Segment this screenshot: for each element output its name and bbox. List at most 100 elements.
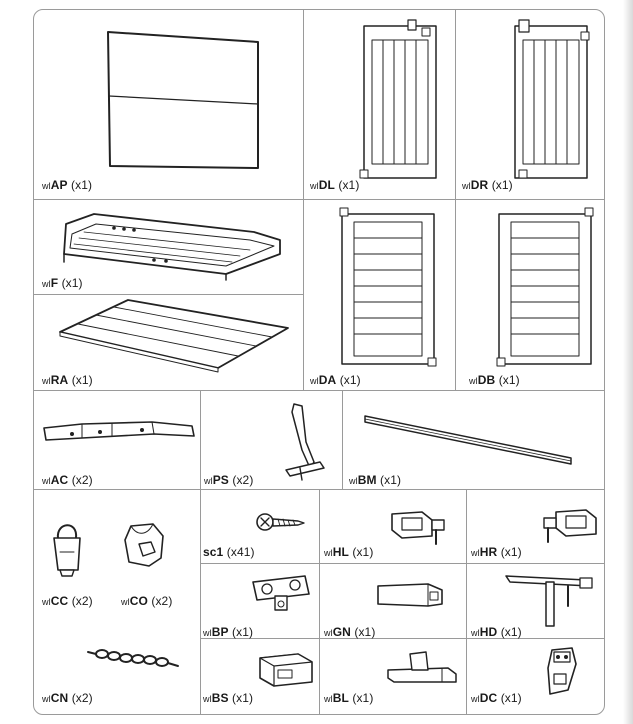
part-label-ap: wlAP (x1) — [42, 178, 92, 192]
part-qty: (x1) — [71, 373, 93, 387]
part-code: DA — [318, 373, 337, 387]
part-code: AC — [50, 473, 69, 487]
grid-col-divider — [455, 10, 456, 390]
part-prefix: wl — [42, 181, 51, 191]
grid-col-divider — [200, 390, 201, 714]
part-qty: (x2) — [151, 594, 173, 608]
part-qty: (x1) — [352, 691, 374, 705]
part-ac-connector-illustration — [43, 421, 195, 441]
part-label-ps: wlPS (x2) — [204, 473, 253, 487]
part-label-co: wlCO (x2) — [121, 594, 172, 608]
part-co-coupling-illustration — [124, 523, 164, 567]
part-label-bm: wlBM (x1) — [349, 473, 401, 487]
part-ap-panel-illustration — [107, 31, 259, 169]
part-prefix: wl — [310, 181, 319, 191]
part-qty: (x1) — [339, 373, 361, 387]
part-label-sc1: sc1 (x41) — [203, 545, 255, 559]
grid-row-divider — [200, 638, 604, 639]
part-bm-bar-illustration — [364, 415, 572, 465]
part-hd-handle-illustration — [505, 575, 593, 627]
part-prefix: wl — [462, 181, 471, 191]
part-label-bs: wlBS (x1) — [203, 691, 253, 705]
part-qty: (x1) — [352, 545, 374, 559]
part-code: sc1 — [203, 545, 224, 559]
grid-col-divider — [319, 489, 320, 714]
part-prefix: wl — [204, 476, 213, 486]
part-dc-catch-illustration — [547, 647, 577, 695]
part-dr-door-illustration — [514, 19, 590, 179]
part-qty: (x1) — [232, 691, 254, 705]
part-label-bp: wlBP (x1) — [203, 625, 253, 639]
part-code: AP — [50, 178, 68, 192]
part-code: PS — [212, 473, 229, 487]
part-label-bl: wlBL (x1) — [324, 691, 373, 705]
part-qty: (x1) — [491, 178, 513, 192]
grid-col-divider — [342, 390, 343, 489]
part-prefix: wl — [324, 548, 333, 558]
part-qty: (x2) — [71, 594, 93, 608]
part-bs-block-illustration — [259, 653, 313, 687]
part-qty: (x1) — [498, 373, 520, 387]
part-prefix: wl — [324, 628, 333, 638]
part-prefix: wl — [203, 628, 212, 638]
part-label-hd: wlHD (x1) — [471, 625, 522, 639]
part-qty: (x2) — [71, 473, 93, 487]
part-qty: (x2) — [232, 473, 254, 487]
part-hl-hinge-illustration — [391, 511, 445, 545]
part-label-ra: wlRA (x1) — [42, 373, 93, 387]
part-qty: (x1) — [500, 691, 522, 705]
part-label-ac: wlAC (x2) — [42, 473, 93, 487]
part-code: HD — [479, 625, 498, 639]
part-prefix: wl — [469, 376, 478, 386]
part-code: HL — [332, 545, 349, 559]
part-code: DC — [479, 691, 498, 705]
part-label-dc: wlDC (x1) — [471, 691, 522, 705]
part-code: HR — [479, 545, 498, 559]
part-code: BL — [332, 691, 349, 705]
part-code: GN — [332, 625, 351, 639]
part-hr-hinge-illustration — [543, 509, 597, 543]
grid-row-divider — [200, 563, 604, 564]
part-cc-clip-illustration — [53, 524, 81, 577]
part-prefix: wl — [42, 694, 51, 704]
part-prefix: wl — [324, 694, 333, 704]
part-f-floor-illustration — [63, 213, 281, 281]
part-gn-handle-illustration — [377, 583, 443, 607]
part-code: DR — [470, 178, 489, 192]
part-da-door-illustration — [339, 207, 437, 367]
part-qty: (x1) — [338, 178, 360, 192]
part-label-db: wlDB (x1) — [469, 373, 520, 387]
part-cn-chain-illustration — [87, 649, 179, 667]
part-label-f: wlF (x1) — [42, 276, 83, 290]
part-code: F — [50, 276, 59, 290]
part-code: DL — [318, 178, 335, 192]
part-prefix: wl — [121, 597, 130, 607]
part-label-hr: wlHR (x1) — [471, 545, 522, 559]
part-prefix: wl — [310, 376, 319, 386]
grid-row-divider — [34, 390, 604, 391]
part-ps-bracket-illustration — [285, 403, 325, 481]
part-qty: (x1) — [500, 545, 522, 559]
part-prefix: wl — [471, 628, 480, 638]
part-qty: (x41) — [226, 545, 255, 559]
part-prefix: wl — [471, 694, 480, 704]
page-edge-shadow — [623, 0, 633, 724]
part-prefix: wl — [42, 376, 51, 386]
part-ra-board-illustration — [59, 299, 289, 373]
part-prefix: wl — [42, 279, 51, 289]
part-qty: (x1) — [500, 625, 522, 639]
part-code: CC — [50, 594, 69, 608]
part-dl-door-illustration — [359, 19, 437, 179]
grid-row-divider — [34, 294, 303, 295]
part-prefix: wl — [42, 597, 51, 607]
part-code: CN — [50, 691, 69, 705]
part-qty: (x1) — [380, 473, 402, 487]
part-db-door-illustration — [496, 207, 594, 367]
part-bp-bracket-illustration — [252, 575, 310, 611]
part-label-hl: wlHL (x1) — [324, 545, 373, 559]
part-code: RA — [50, 373, 69, 387]
part-code: DB — [477, 373, 496, 387]
part-label-dl: wlDL (x1) — [310, 178, 359, 192]
part-code: BM — [357, 473, 377, 487]
part-prefix: wl — [471, 548, 480, 558]
